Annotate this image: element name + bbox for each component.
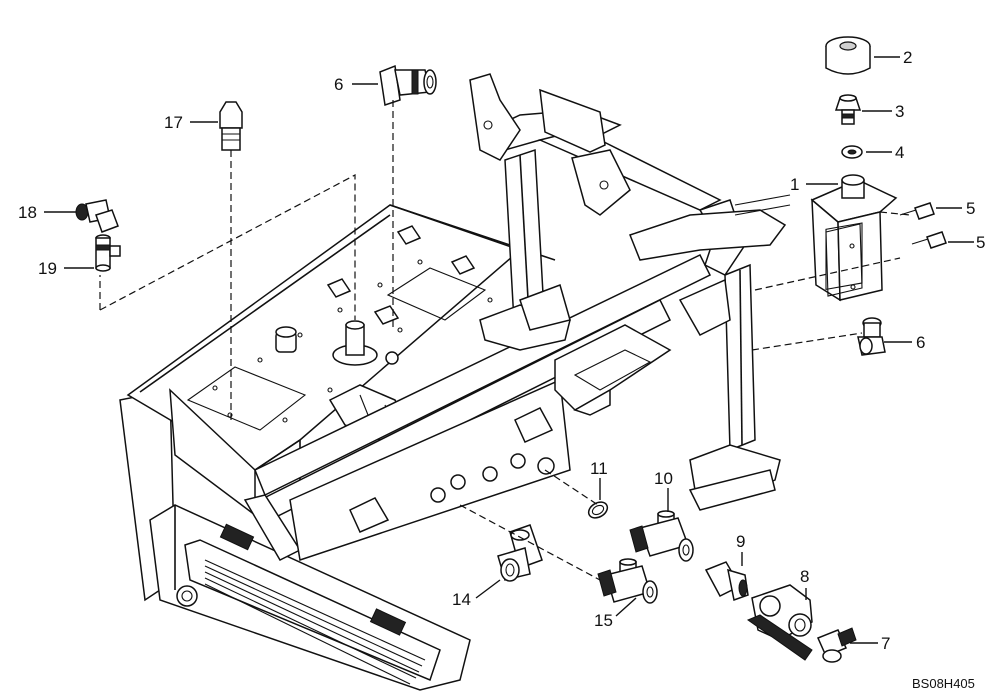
callout-18: 18 [18,203,37,222]
callout-11: 11 [590,459,608,478]
part-7-plug [816,627,857,663]
part-14-elbow [497,524,543,582]
callout-10: 10 [654,469,673,488]
callout-14: 14 [452,590,471,609]
callout-labels: 2 3 4 1 5 5 6 6 7 8 9 10 11 14 15 17 18 … [18,48,985,691]
part-6-elbow-top [379,64,437,106]
part-11-o-ring [587,501,609,519]
part-8-ball-valve [746,584,813,661]
part-9-adapter [704,561,749,601]
callout-1: 1 [790,175,799,194]
callout-9: 9 [736,532,745,551]
part-15-tee [597,558,658,604]
part-10-tee [629,510,694,562]
part-3-sender [834,94,862,125]
part-19-fitting [95,234,121,272]
assembly-lines [99,100,911,581]
part-18-elbow [75,199,119,233]
part-17-breather [219,101,243,151]
callout-8: 8 [800,567,809,586]
callout-5-lower: 5 [976,233,985,252]
callout-4: 4 [895,143,904,162]
part-6-elbow-right [857,317,886,356]
plate-holes [212,259,493,423]
drawing-code: BS08H405 [912,676,975,691]
channel-holes [430,453,555,503]
callout-7: 7 [881,634,890,653]
part-5-screw-a [899,202,935,220]
rops-frame [469,73,791,511]
part-4-seal [841,145,863,159]
part-5-screw-b [911,231,947,249]
callout-2: 2 [903,48,912,67]
part-2-cap [825,36,871,75]
callout-5-upper: 5 [966,199,975,218]
callout-6-right: 6 [916,333,925,352]
callout-6-top: 6 [334,75,343,94]
callout-3: 3 [895,102,904,121]
callout-19: 19 [38,259,57,278]
callout-15: 15 [594,611,613,630]
grille-vents [204,559,426,685]
part-1-reservoir [810,174,898,302]
callout-17: 17 [164,113,183,132]
chassis-frame [119,204,712,691]
leader-lines [44,56,974,644]
